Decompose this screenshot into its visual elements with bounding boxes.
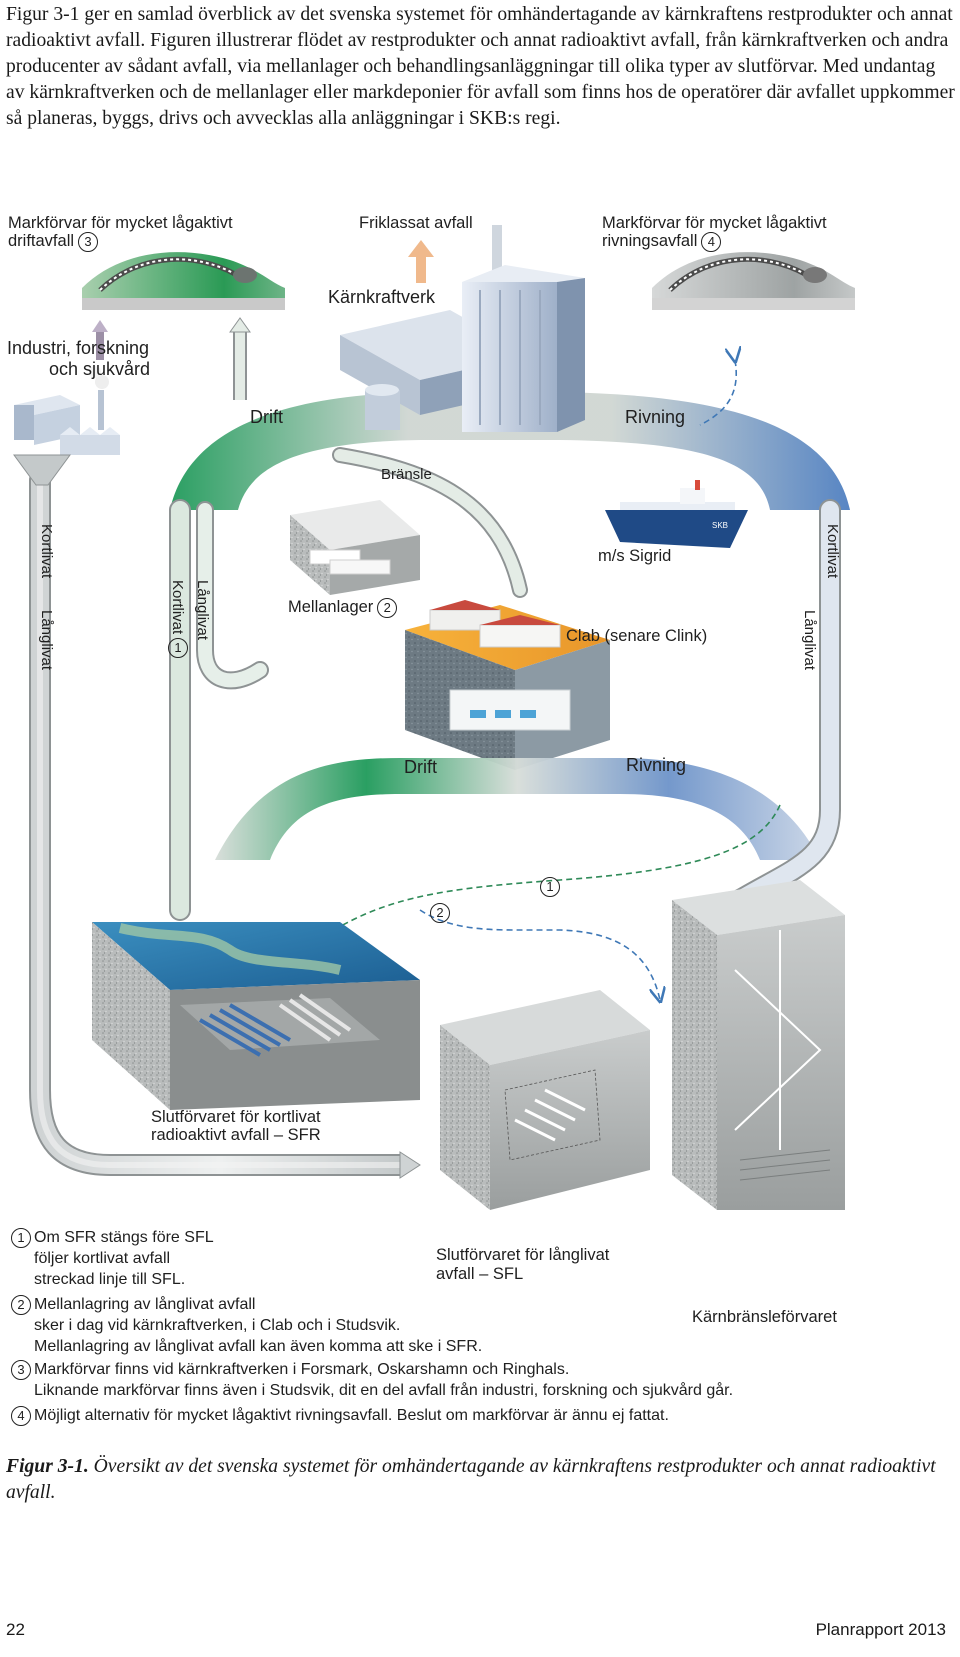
label-drift-top: Drift — [250, 407, 283, 427]
label-bransle: Bränsle — [381, 466, 432, 483]
label-sfr-line1: Slutförvaret för kortlivat — [151, 1108, 321, 1126]
note-3: 3 Markförvar finns vid kärnkraftverken i… — [11, 1359, 734, 1401]
note-2-line-1: Mellanlagring av långlivat avfall — [34, 1296, 256, 1313]
label-rivning-mid: Rivning — [626, 755, 687, 775]
label-friklassat: Friklassat avfall — [359, 214, 473, 232]
label-sfl-line2: avfall – SFL — [436, 1265, 524, 1283]
figure-caption: Figur 3-1. Översikt av det svenska syste… — [6, 1454, 956, 1506]
label-markforvar-drift-text: driftavfall — [8, 232, 75, 250]
label-karnbransleforvaret: Kärnbränsleförvaret — [692, 1308, 837, 1326]
label-mellanlager-text: Mellanlager — [288, 598, 374, 616]
label-kortlivat-left: Kortlivat — [38, 524, 55, 579]
note-1-line-3: streckad linje till SFL. — [34, 1271, 186, 1288]
label-sfl-line1: Slutförvaret för långlivat — [436, 1246, 610, 1264]
dashed-flow-2 — [419, 909, 660, 1000]
note-1-line-2: följer kortlivat avfall — [34, 1250, 171, 1267]
main-arch-band — [170, 392, 850, 510]
label-kortlivat-mid: Kortlivat — [169, 580, 186, 635]
note-2-line-3: Mellanlagring av långlivat avfall kan äv… — [34, 1338, 483, 1355]
industri-funnel — [13, 454, 71, 486]
label-sfr-line2: radioaktivt avfall – SFR — [151, 1126, 321, 1144]
ship-hull-text: SKB — [712, 521, 728, 530]
label-markforvar-rivning-text: rivningsavfall — [602, 232, 698, 250]
label-kortlivat-right: Kortlivat — [824, 524, 841, 579]
waste-flow-diagram: SKB — [13, 225, 855, 1210]
label-langlivat-left: Långlivat — [38, 610, 55, 671]
circle-num-3: 3 — [78, 231, 99, 252]
label-markforvar-rivning-line1: Markförvar för mycket lågaktivt — [602, 214, 827, 232]
label-karnkraftverk: Kärnkraftverk — [328, 287, 436, 307]
arrows-to-markforvar-drift — [92, 317, 251, 400]
label-ship: m/s Sigrid — [598, 547, 672, 565]
page-number: 22 — [6, 1620, 25, 1639]
lower-arch-band — [215, 758, 820, 860]
karnbransleforvaret-illustration — [672, 880, 845, 1210]
markforvar-drift-illustration — [82, 252, 285, 310]
label-industri-line1: Industri, forskning — [7, 338, 150, 358]
label-langlivat-right: Långlivat — [801, 610, 818, 671]
ship-illustration: SKB — [605, 480, 748, 548]
label-rivning-top: Rivning — [625, 407, 686, 427]
friklassat-arrow — [408, 240, 434, 283]
circle-num-2-flow-text: 2 — [430, 902, 450, 923]
figure-caption-label: Figur 3-1. — [6, 1456, 89, 1477]
markforvar-rivning-illustration — [652, 252, 855, 310]
note-4-number: 4 — [11, 1406, 31, 1426]
circle-num-1-mid-text: 1 — [168, 638, 188, 658]
circle-num-2-mellanlager: 2 — [377, 597, 398, 618]
industri-illustration — [14, 366, 120, 455]
note-3-number: 3 — [11, 1360, 31, 1380]
label-industri-line2: och sjukvård — [49, 359, 151, 379]
note-2-line-2: sker i dag vid kärnkraftverken, i Clab o… — [34, 1317, 401, 1334]
figure-caption-text: Översikt av det svenska systemet för omh… — [6, 1456, 936, 1503]
label-langlivat-mid: Långlivat — [194, 580, 211, 641]
note-1-line-1: Om SFR stängs före SFL — [34, 1229, 214, 1246]
note-4-line-1: Möjligt alternativ för mycket lågaktivt … — [34, 1407, 669, 1424]
note-2-number: 2 — [11, 1295, 31, 1315]
circle-num-2-flow: 2 — [426, 902, 450, 923]
note-3-line-2: Liknande markförvar finns även i Studsvi… — [34, 1382, 734, 1399]
sfl-illustration — [440, 990, 650, 1210]
circle-num-4: 4 — [701, 231, 722, 252]
label-drift-mid: Drift — [404, 757, 437, 777]
note-1: 1 Om SFR stängs före SFL följer kortliva… — [11, 1227, 214, 1290]
intro-paragraph: Figur 3-1 ger en samlad överblick av det… — [6, 4, 955, 129]
circle-num-1-flow-text: 1 — [540, 876, 560, 897]
note-4: 4 Möjligt alternativ för mycket lågaktiv… — [11, 1405, 669, 1426]
karnkraftverk-illustration — [340, 225, 585, 432]
dashed-flow-1 — [280, 804, 781, 970]
circle-num-1-mid: 1 — [168, 638, 188, 658]
report-name: Planrapport 2013 — [815, 1620, 946, 1639]
sfr-illustration — [92, 922, 420, 1110]
note-3-line-1: Markförvar finns vid kärnkraftverken i F… — [34, 1361, 570, 1378]
note-2: 2 Mellanlagring av långlivat avfall sker… — [11, 1294, 483, 1357]
clab-illustration — [405, 600, 610, 770]
label-markforvar-drift-line1: Markförvar för mycket lågaktivt — [8, 214, 233, 232]
note-1-number: 1 — [11, 1228, 31, 1248]
circle-num-1-flow: 1 — [536, 876, 560, 897]
mellanlager-illustration — [290, 500, 420, 595]
dashed-flow-rivning — [699, 360, 736, 426]
label-clab: Clab (senare Clink) — [566, 627, 708, 645]
